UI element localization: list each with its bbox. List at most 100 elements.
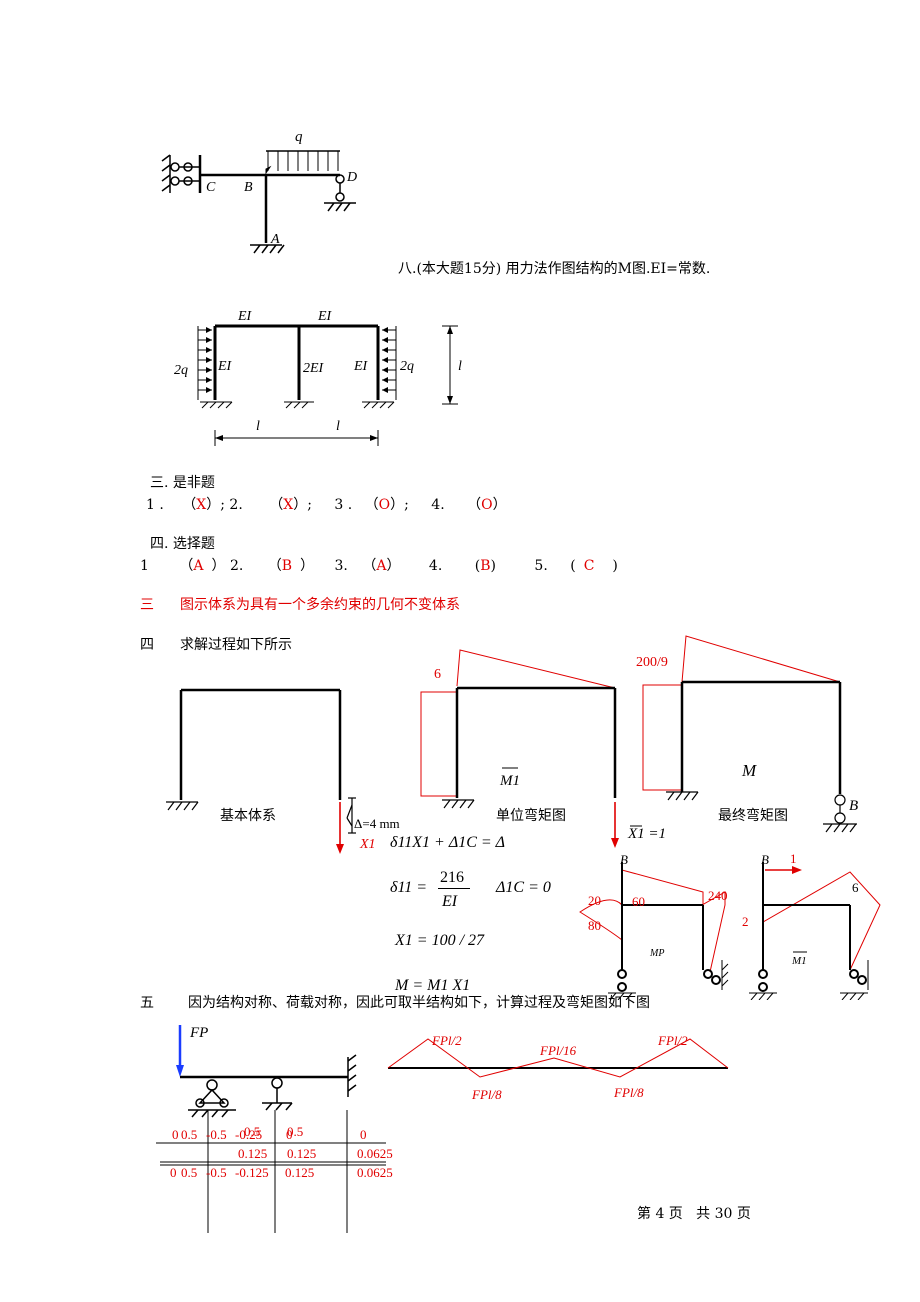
section-choice-title: 四. 选择题	[150, 536, 215, 552]
fig2-ei-top-right: EI	[317, 309, 333, 324]
fig2-q-right: 2q	[400, 359, 414, 374]
fig2-ei-right: EI	[353, 359, 369, 374]
answer4-num: 四	[140, 637, 154, 653]
equation-delta1c: Δ1C = 0	[496, 879, 551, 896]
figure-force-method: 基本体系 Δ=4 mm X1 6 M1 单位弯矩图	[166, 635, 881, 1000]
tf-answer: X	[283, 497, 294, 513]
tf-num: 3 .	[334, 497, 353, 513]
page-footer: 第 4 页 共 30 页	[637, 1206, 751, 1222]
answer5-text: 因为结构对称、荷载对称，因此可取半结构如下，计算过程及弯矩图如下图	[188, 995, 650, 1011]
moment-fpl2-right: FPl/2	[657, 1033, 688, 1048]
m1-small-label: M1	[791, 955, 807, 967]
m1-value: 6	[852, 880, 859, 895]
tf-answer: X	[196, 497, 207, 513]
fig1-d: D	[346, 170, 357, 185]
figure-frame-cbda: q C B D A	[161, 129, 357, 254]
fig2-span-right: l	[336, 419, 340, 434]
unit-moment-label: 单位弯矩图	[496, 807, 566, 824]
mp-value: 80	[588, 918, 601, 933]
equation-numerator: 216	[440, 869, 464, 886]
answer3-text: 图示体系为具有一个多余约束的几何不变体系	[180, 597, 460, 613]
m1-value: 1	[790, 851, 797, 866]
choice-answer: A	[376, 558, 387, 574]
problem8-heading: 八.(本大题15分) 用力法作图结构的M图.EI=常数.	[398, 261, 711, 277]
answer4-text: 求解过程如下所示	[180, 637, 292, 653]
equation-x1: X1 = 100 / 27	[395, 932, 485, 949]
fig2-height: l	[458, 359, 462, 374]
choice-answer: B	[480, 558, 491, 574]
true-false-answers: 1 . （X）; 2. （X）; 3 . （O）; 4. （O）	[146, 497, 507, 513]
equation-compat: δ11X1 + Δ1C = Δ	[390, 834, 506, 851]
x1-label: X1	[359, 837, 376, 852]
mp-label: MP	[649, 948, 664, 959]
fig2-ei-top-left: EI	[237, 309, 253, 324]
fig2-q-left: 2q	[174, 363, 188, 378]
table-cell: 0.125	[238, 1146, 267, 1161]
figure-half-structure: FP FPl/2 FPl/16 FPl/2 FPl/8 FPl/8	[156, 1025, 729, 1233]
table-cell: 0	[360, 1127, 367, 1142]
table-cell: -0.5	[206, 1127, 227, 1142]
table-cell: 0.5	[181, 1127, 197, 1142]
moment-fpl2-left: FPl/2	[431, 1033, 462, 1048]
m1-value: 2	[742, 914, 749, 929]
tf-sep: ;	[404, 497, 409, 513]
table-cell: 0	[172, 1127, 179, 1142]
equation-fraction-bar	[438, 888, 470, 889]
mp-value: 60	[632, 894, 645, 909]
tf-sep: ;	[220, 497, 225, 513]
table-cell: 0	[286, 1127, 293, 1142]
choice-num: 3.	[334, 558, 348, 574]
moment-fpl8-left: FPl/8	[471, 1087, 502, 1102]
tf-answer: O	[378, 497, 391, 513]
fig2-ei-mid: 2EI	[303, 361, 325, 376]
answer5-num: 五	[140, 995, 154, 1011]
tf-num: 1 .	[146, 497, 164, 513]
table-cell: -0.125	[235, 1165, 269, 1180]
fig1-c: C	[206, 180, 216, 195]
fig2-span-left: l	[256, 419, 260, 434]
x1-eq: X1 =1	[627, 826, 666, 842]
delta-label: Δ=4 mm	[354, 816, 400, 831]
table-cell: -0.25	[235, 1127, 262, 1142]
fig1-a: A	[270, 232, 280, 247]
m1-b: B	[761, 852, 769, 867]
moment-fpl16: FPl/16	[539, 1043, 577, 1058]
load-label: FP	[189, 1025, 208, 1041]
equation-moment: M = M1 X1	[395, 977, 471, 994]
equation-delta11: δ11 =	[390, 879, 428, 896]
choice-answer: A	[193, 558, 204, 574]
tf-sep: ;	[307, 497, 312, 513]
fig1-b: B	[244, 180, 253, 195]
final-moment-label: 最终弯矩图	[718, 807, 788, 824]
answer3-num: 三	[140, 597, 154, 613]
mp-value: 240	[708, 888, 728, 903]
tf-answer: O	[481, 497, 493, 513]
choice-num: 4.	[428, 558, 443, 574]
equation-denominator: EI	[442, 893, 458, 910]
table-cell: 0.5	[244, 1124, 260, 1139]
table-cell: 0.125	[285, 1165, 314, 1180]
table-cell: 0.5	[181, 1165, 197, 1180]
choice-answer: C	[583, 558, 595, 574]
tf-num: 2.	[229, 497, 243, 513]
tf-num: 4.	[431, 497, 445, 513]
basic-system-label: 基本体系	[220, 807, 276, 824]
fig1-q: q	[295, 129, 303, 145]
mp-b: B	[620, 852, 628, 867]
choice-num: 5.	[534, 558, 548, 574]
choice-num: 1	[140, 558, 149, 574]
choice-answer: B	[281, 558, 293, 574]
table-cell: -0.5	[206, 1165, 227, 1180]
b-label: B	[849, 798, 858, 814]
table-cell: 0.125	[287, 1146, 316, 1161]
fig2-ei-left: EI	[217, 359, 233, 374]
section-true-false-title: 三. 是非题	[150, 475, 215, 491]
figure-two-bay-frame: EI EI EI 2EI EI 2q 2q l l l	[174, 309, 462, 446]
table-cell: 0.5	[287, 1124, 303, 1139]
table-cell: 0	[170, 1165, 177, 1180]
final-moment-value: 200/9	[636, 655, 668, 670]
mp-value: 20	[588, 893, 601, 908]
table-cell: 0.0625	[357, 1165, 393, 1180]
m-label: M	[741, 761, 757, 780]
